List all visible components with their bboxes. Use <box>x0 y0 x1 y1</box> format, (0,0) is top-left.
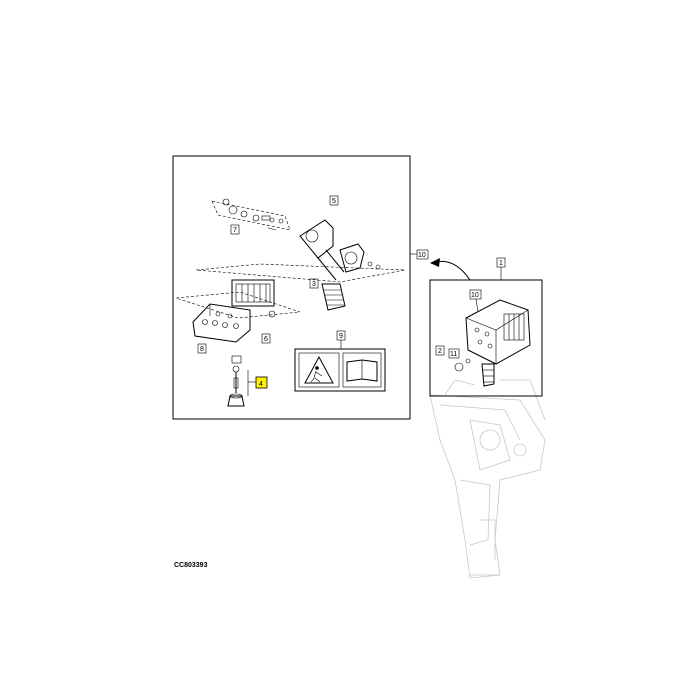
callout-3-box <box>309 278 319 289</box>
callout-6-box <box>261 333 271 344</box>
callout-4-highlight <box>255 376 268 389</box>
mount-plate-outline <box>195 263 406 283</box>
callout-10-main[interactable]: 10 <box>418 252 426 259</box>
reference-arrowhead <box>430 258 440 267</box>
reference-code: CC803393 <box>174 562 208 569</box>
hardware-bolts <box>222 198 284 231</box>
grille-block <box>231 279 276 318</box>
callout-6[interactable]: 6 <box>264 336 268 343</box>
callout-7[interactable]: 7 <box>233 227 237 234</box>
hardware-strip-outline <box>211 200 291 231</box>
machine-ghost <box>429 379 546 579</box>
callout-10-detail-box <box>469 289 482 300</box>
callout-11[interactable]: 11 <box>450 351 457 358</box>
hose-fitting <box>227 355 245 407</box>
valve-block <box>192 303 251 343</box>
callout-8-box <box>197 343 207 354</box>
callout-4[interactable]: 4 <box>259 381 263 388</box>
callout-7-box <box>230 224 240 235</box>
callout-5[interactable]: 5 <box>332 198 336 205</box>
callout-10-main-box <box>416 249 429 260</box>
callout-1[interactable]: 1 <box>499 260 503 267</box>
callout-5-box <box>329 195 339 206</box>
warning-decal <box>294 348 386 392</box>
detail-pedal-assembly <box>454 299 531 387</box>
callout-2[interactable]: 2 <box>438 348 442 355</box>
callout-11-box <box>448 348 460 359</box>
callout-10-detail[interactable]: 10 <box>471 292 479 299</box>
main-frame <box>172 155 411 420</box>
callout-9[interactable]: 9 <box>339 333 343 340</box>
reference-arrow <box>435 260 471 281</box>
callout-8[interactable]: 8 <box>200 346 204 353</box>
pedal-bracket <box>299 219 381 311</box>
callout-3[interactable]: 3 <box>312 281 316 288</box>
detail-frame <box>429 279 543 397</box>
lower-plate-outline <box>175 291 301 319</box>
callout-2-box <box>435 345 445 356</box>
